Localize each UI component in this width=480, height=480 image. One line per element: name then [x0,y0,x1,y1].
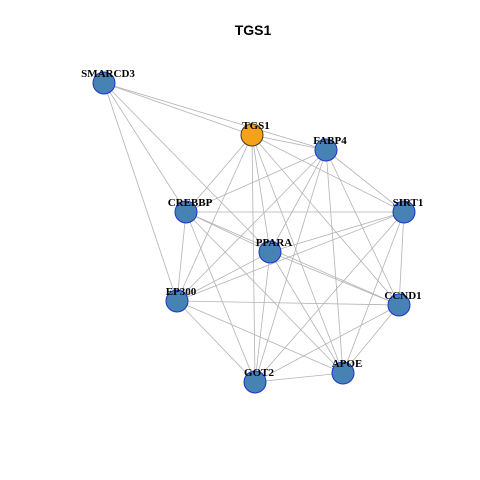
node-circle-smarcd3 [92,71,116,95]
edge-fabp4-apoe [325,149,344,374]
node-label-sirt1: SIRT1 [393,197,424,209]
node-circle-tgs1 [240,123,264,147]
edge-ep300-ccnd1 [176,300,400,306]
node-ppara: PPARA [256,237,293,264]
node-label-smarcd3: SMARCD3 [81,68,135,80]
edge-sirt1-apoe [342,211,405,374]
edge-apoe-got2 [254,372,344,383]
node-label-ccnd1: CCND1 [384,290,421,302]
edge-sirt1-ppara [269,211,405,253]
node-ccnd1: CCND1 [384,290,422,317]
edge-ppara-apoe [269,251,344,374]
edge-tgs1-fabp4 [251,134,327,151]
node-label-got2: GOT2 [244,367,274,379]
node-crebbp: CREBBP [168,197,213,224]
edge-tgs1-ccnd1 [251,134,400,306]
node-circle-apoe [331,361,355,385]
edge-ppara-ep300 [176,251,271,302]
edge-tgs1-ppara [251,134,271,253]
edge-fabp4-sirt1 [325,149,405,213]
edge-smarcd3-crebbp [103,82,187,213]
node-tgs1: TGS1 [240,120,270,147]
edge-tgs1-got2 [251,134,256,383]
edge-ppara-got2 [254,251,271,383]
node-smarcd3: SMARCD3 [81,68,135,95]
edge-crebbp-ccnd1 [185,211,400,306]
edge-sirt1-ep300 [176,211,405,302]
edge-fabp4-got2 [254,149,327,383]
edge-ep300-apoe [176,300,344,374]
edge-ppara-ccnd1 [269,251,400,306]
graph-title: TGS1 [235,22,272,38]
node-sirt1: SIRT1 [392,197,424,224]
edge-crebbp-ep300 [176,211,187,302]
node-circle-got2 [243,370,267,394]
node-circle-ppara [258,240,282,264]
edge-sirt1-ccnd1 [398,211,405,306]
node-label-tgs1: TGS1 [242,120,270,132]
node-ep300: EP300 [165,286,197,313]
node-label-apoe: APOE [332,358,363,370]
node-label-ppara: PPARA [256,237,293,249]
edge-ep300-got2 [176,300,256,383]
edge-crebbp-got2 [185,211,256,383]
node-apoe: APOE [331,358,363,385]
edge-fabp4-ep300 [176,149,327,302]
edge-tgs1-ep300 [176,134,253,302]
edge-ccnd1-apoe [342,304,400,374]
node-circle-sirt1 [392,200,416,224]
node-circle-fabp4 [314,138,338,162]
node-label-fabp4: FABP4 [313,135,347,147]
node-fabp4: FABP4 [313,135,347,162]
edge-fabp4-ppara [269,149,327,253]
node-label-ep300: EP300 [166,286,197,298]
node-circle-ccnd1 [387,293,411,317]
edge-tgs1-crebbp [185,134,253,213]
edge-crebbp-ppara [185,211,271,253]
edge-fabp4-crebbp [185,149,327,213]
edge-fabp4-ccnd1 [325,149,400,306]
edge-smarcd3-ep300 [103,82,178,302]
edge-smarcd3-fabp4 [103,82,327,151]
edges-layer [103,82,405,383]
node-got2: GOT2 [243,367,274,394]
node-label-crebbp: CREBBP [168,197,213,209]
edge-sirt1-got2 [254,211,405,383]
edge-ccnd1-got2 [254,304,400,383]
edge-smarcd3-ppara [103,82,271,253]
node-circle-crebbp [174,200,198,224]
node-circle-ep300 [165,289,189,313]
edge-crebbp-apoe [185,211,344,374]
edge-smarcd3-tgs1 [103,82,253,136]
